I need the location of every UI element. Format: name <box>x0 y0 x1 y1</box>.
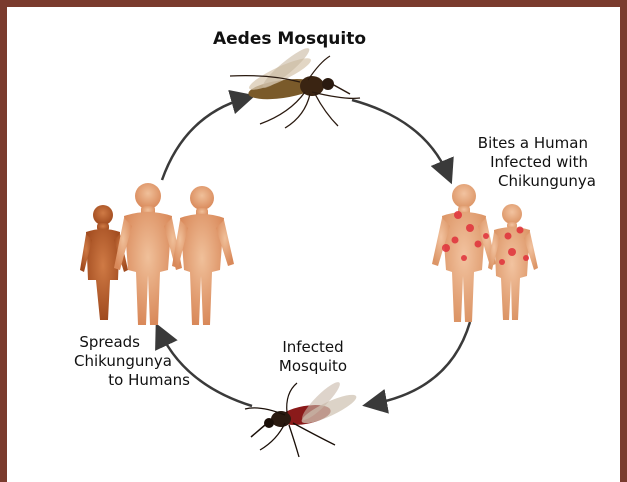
step-bites-line1: Bites a Human <box>438 134 588 152</box>
diagram-title: Aedes Mosquito <box>213 30 366 48</box>
person-adult-2 <box>172 186 234 325</box>
infected-adult <box>432 184 496 322</box>
infected-child <box>488 204 538 320</box>
step-infected-line1: Infected <box>258 338 368 356</box>
step-spreads-line2: Chikungunya <box>30 352 172 370</box>
step-infected-line2: Mosquito <box>258 357 368 375</box>
arrow-bottom-to-left <box>160 332 252 406</box>
person-adult-1 <box>114 183 182 325</box>
step-bites-line2: Infected with <box>438 153 588 171</box>
infected-mosquito-icon <box>245 378 359 457</box>
arrow-top-to-right <box>352 100 448 175</box>
mosquito-icon <box>230 44 360 128</box>
arrow-left-to-top <box>162 98 246 180</box>
arrow-right-to-bottom <box>372 322 470 404</box>
step-spreads-line3: to Humans <box>30 371 190 389</box>
step-bites-line3: Chikungunya <box>438 172 596 190</box>
step-spreads-line1: Spreads <box>30 333 140 351</box>
healthy-people-icon <box>80 183 234 325</box>
infected-people-icon <box>432 184 538 322</box>
